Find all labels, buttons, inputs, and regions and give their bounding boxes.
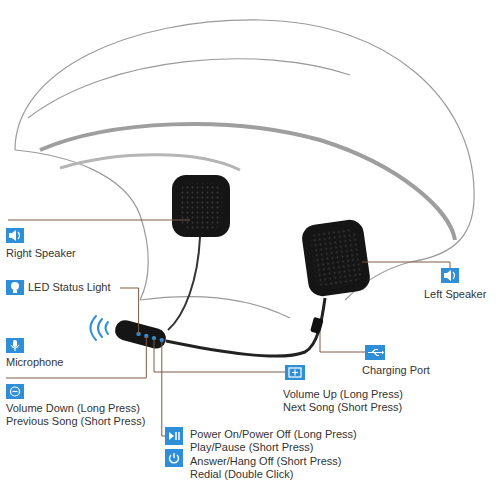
volume-down-icon: [6, 384, 24, 399]
speaker-icon: [6, 228, 24, 243]
right-speaker: [172, 175, 230, 237]
usb-icon: [365, 345, 385, 360]
callout-label: Microphone: [6, 356, 63, 369]
callout-label: Play/Pause (Short Press): [190, 441, 314, 454]
callout-label: Next Song (Short Press): [283, 401, 402, 414]
callout-label: Volume Down (Long Press): [6, 402, 140, 415]
charging-port: [310, 317, 324, 334]
control-buttons: [136, 332, 164, 343]
callout-label: Redial (Double Click): [190, 468, 293, 481]
play-pause-icon: [165, 427, 183, 445]
helmet-liner: [40, 124, 455, 240]
microphone-icon: [6, 338, 24, 353]
callout-label: Power On/Power Off (Long Press): [190, 428, 357, 441]
callout-label: Volume Up (Long Press): [283, 388, 403, 401]
power-icon: [165, 449, 183, 467]
callout-label: Answer/Hang Off (Short Press): [190, 455, 341, 468]
leader-lines: [6, 220, 450, 436]
sound-waves: [91, 316, 109, 340]
callout-label: LED Status Light: [28, 281, 111, 294]
callout-label: Left Speaker: [424, 288, 486, 301]
callout-label: Right Speaker: [6, 247, 76, 260]
helmet-liner: [60, 155, 240, 170]
helmet-shell: [15, 20, 474, 318]
left-speaker: [300, 218, 371, 298]
speaker-icon: [441, 268, 459, 283]
boom-cable: [166, 298, 325, 356]
speaker-cable: [168, 237, 200, 330]
callout-label: Previous Song (Short Press): [6, 415, 145, 428]
callout-label: Charging Port: [362, 364, 430, 377]
microphone-head: [113, 318, 168, 351]
bulb-icon: [6, 280, 24, 295]
volume-up-icon: [285, 365, 305, 380]
